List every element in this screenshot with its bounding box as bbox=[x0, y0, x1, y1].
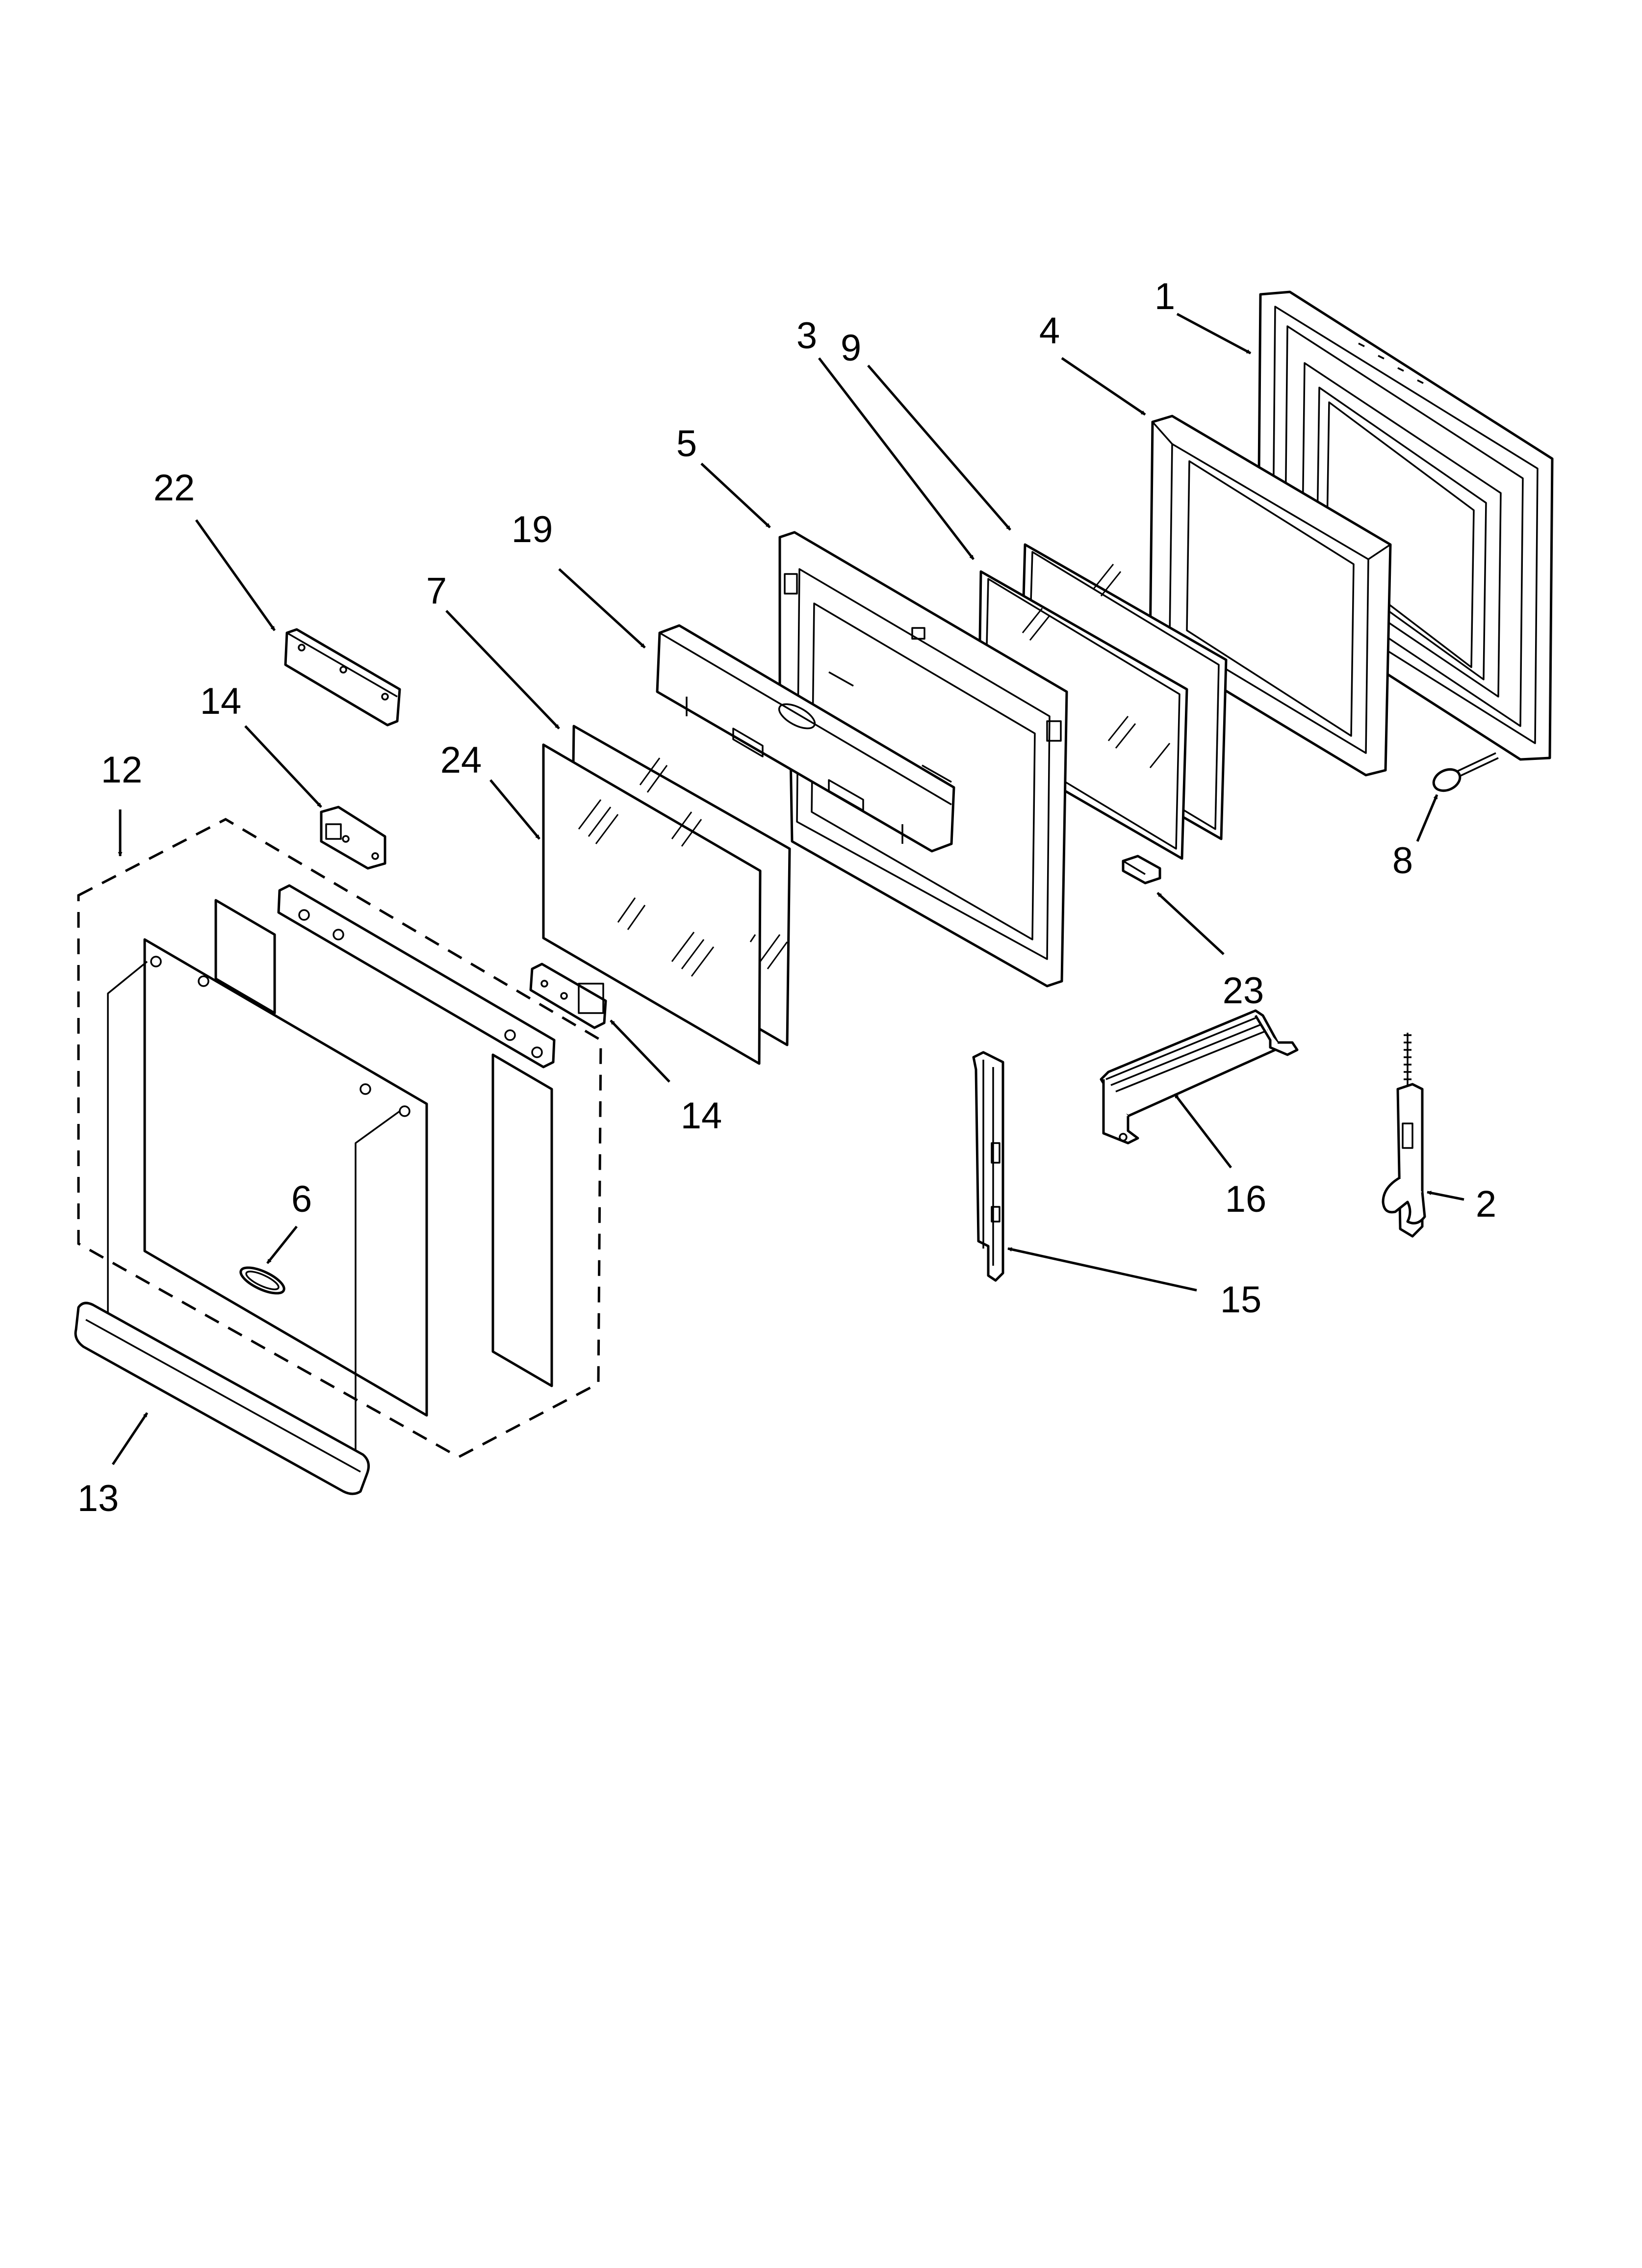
part-1-door-frame bbox=[1257, 290, 1554, 761]
callout-24: 24 bbox=[440, 739, 540, 840]
callout-14a-label: 14 bbox=[200, 680, 242, 722]
callout-9-label: 9 bbox=[841, 327, 861, 369]
callout-23: 23 bbox=[1156, 892, 1264, 1012]
callout-24-label: 24 bbox=[440, 739, 482, 781]
callout-2-label: 2 bbox=[1476, 1183, 1496, 1225]
callout-12-label: 12 bbox=[101, 749, 143, 791]
callout-8-label: 8 bbox=[1392, 840, 1413, 882]
callout-3: 3 bbox=[796, 315, 975, 560]
part-22-bracket bbox=[284, 628, 401, 727]
callout-14b-label: 14 bbox=[681, 1095, 722, 1137]
part-24-glass-panel bbox=[542, 743, 762, 1065]
callout-7: 7 bbox=[426, 570, 560, 730]
callout-5: 5 bbox=[676, 423, 771, 528]
part-14-hinge-bracket-lower bbox=[529, 963, 607, 1029]
callout-5-label: 5 bbox=[676, 423, 697, 465]
part-13-door-handle bbox=[74, 1302, 370, 1495]
part-19-heat-shield bbox=[656, 624, 955, 853]
part-14-hinge-bracket-upper bbox=[320, 806, 386, 870]
part-8-screw bbox=[1432, 752, 1499, 792]
callout-14a: 14 bbox=[200, 680, 322, 808]
callout-1-label: 1 bbox=[1155, 276, 1175, 317]
callout-13-label: 13 bbox=[77, 1478, 119, 1519]
callout-14b: 14 bbox=[610, 1019, 722, 1137]
callout-16-label: 16 bbox=[1225, 1178, 1267, 1220]
callout-6-label: 6 bbox=[291, 1178, 312, 1220]
callout-22-label: 22 bbox=[154, 467, 195, 509]
callout-23-label: 23 bbox=[1223, 970, 1264, 1012]
part-12-door-assembly bbox=[77, 818, 602, 1460]
callout-15-label: 15 bbox=[1220, 1279, 1262, 1321]
callout-4-label: 4 bbox=[1039, 310, 1060, 352]
callout-8: 8 bbox=[1392, 794, 1438, 882]
callout-4: 4 bbox=[1039, 310, 1146, 416]
callout-16: 16 bbox=[1174, 1093, 1267, 1220]
callout-3-label: 3 bbox=[796, 315, 817, 357]
part-6-badge bbox=[239, 1266, 285, 1295]
callout-12: 12 bbox=[101, 749, 143, 857]
callout-1: 1 bbox=[1155, 276, 1252, 355]
callout-22: 22 bbox=[154, 467, 276, 631]
part-23-clip bbox=[1122, 855, 1161, 885]
part-15-hinge-channel bbox=[972, 1051, 1004, 1282]
callout-19: 19 bbox=[512, 509, 646, 649]
callout-2: 2 bbox=[1427, 1183, 1496, 1225]
callout-6: 6 bbox=[266, 1178, 312, 1264]
part-16-strap bbox=[1100, 1009, 1299, 1145]
callout-13: 13 bbox=[77, 1412, 149, 1519]
part-2-hinge bbox=[1382, 1033, 1426, 1238]
callout-19-label: 19 bbox=[512, 509, 553, 550]
callout-9: 9 bbox=[841, 327, 1011, 531]
callout-7-label: 7 bbox=[426, 570, 447, 612]
callout-15: 15 bbox=[1007, 1247, 1262, 1321]
